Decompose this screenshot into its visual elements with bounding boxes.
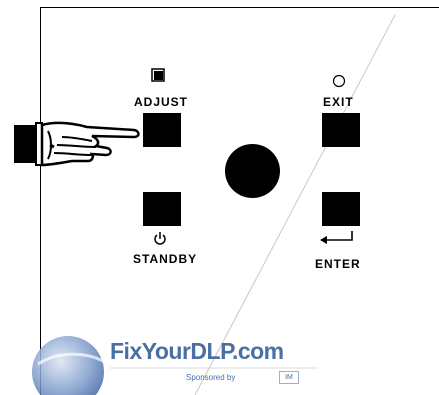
panel-border-left bbox=[40, 7, 41, 395]
enter-label: ENTER bbox=[315, 257, 361, 271]
control-knob[interactable] bbox=[225, 144, 280, 198]
watermark-badge: IM bbox=[279, 371, 299, 384]
enter-arrow-icon bbox=[320, 231, 353, 244]
enter-button[interactable] bbox=[322, 192, 360, 226]
watermark-text: FixYourDLP.com bbox=[110, 338, 284, 364]
adjust-label: ADJUST bbox=[134, 95, 189, 109]
square-layers-icon bbox=[151, 68, 165, 82]
watermark-sponsored: Sponsored by bbox=[186, 373, 236, 382]
standby-button[interactable] bbox=[143, 192, 181, 226]
fixyourdlp-logo-icon bbox=[32, 336, 318, 395]
pointing-hand-icon bbox=[14, 121, 140, 167]
adjust-button[interactable] bbox=[143, 113, 181, 147]
power-icon bbox=[154, 232, 166, 245]
exit-label: EXIT bbox=[323, 95, 354, 109]
exit-button[interactable] bbox=[322, 113, 360, 147]
circle-icon bbox=[332, 74, 346, 88]
standby-label: STANDBY bbox=[133, 252, 198, 266]
panel-border-top bbox=[40, 7, 439, 8]
